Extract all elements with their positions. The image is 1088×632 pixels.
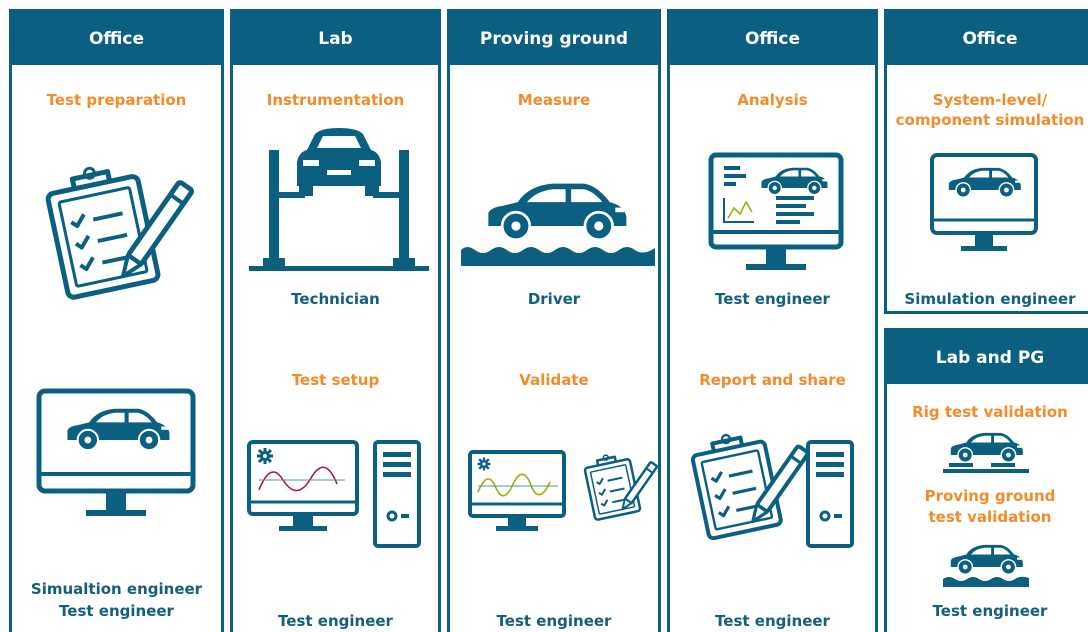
monitor-analysis-icon [708,152,844,284]
column-header: Office [670,12,875,65]
task-pg-line-1: Proving ground [924,487,1056,505]
task-rig-test-validation: Rig test validation [912,403,1068,421]
role-test-engineer: Test engineer [715,290,830,308]
column-header: Lab and PG [887,331,1088,384]
task-measure: Measure [517,91,591,109]
task-validate: Validate [519,371,589,389]
task-instrumentation: Instrumentation [266,91,405,109]
monitor-chart-icon [468,450,568,542]
column-office-preparation: Office Test preparation Simualtion engin… [9,9,224,632]
monitor-car-icon [929,152,1039,266]
role-test-engineer: Test engineer [496,612,612,630]
role-technician: Technician [291,290,380,308]
role-test-engineer: Test engineer [278,612,393,630]
task-analysis: Analysis [737,91,808,109]
role-line-1: Simualtion engineer [30,580,203,598]
role-simulation-engineer: Simulation engineer [904,290,1076,308]
pc-tower-icon [373,440,423,554]
column-header: Lab [233,12,438,65]
column-header: Office [887,12,1088,65]
clipboard-icon [42,162,182,316]
monitor-car-icon [36,388,196,532]
task-test-preparation: Test preparation [46,91,187,109]
column-office-analysis: Office Analysis Test engineer Report and… [667,9,878,632]
car-lift-icon [249,128,429,277]
clipboard-icon [687,425,811,554]
role-test-engineer: Test engineer [715,612,830,630]
car-road-icon [943,543,1029,591]
car-road-icon [461,174,655,273]
car-rig-icon [943,431,1029,479]
monitor-chart-icon [247,440,359,542]
role-test-engineer: Test engineer [932,602,1048,620]
task-line-2: component simulation [895,111,1085,129]
task-report-and-share: Report and share [699,371,846,389]
role-driver: Driver [527,290,581,308]
column-lab: Lab Instrumentation Technician Test setu… [230,9,441,632]
task-test-setup: Test setup [291,371,380,389]
pc-tower-icon [806,440,856,554]
role-line-2: Test engineer [59,602,174,620]
clipboard-icon [581,449,659,531]
column-office-simulation: Office System-level/ component simulatio… [884,9,1088,314]
column-header: Office [12,12,221,65]
column-header: Proving ground [450,12,658,65]
column-proving-ground: Proving ground Measure Driver Validate T… [447,9,661,632]
task-pg-line-2: test validation [928,508,1052,526]
task-line-1: System-level/ [932,91,1048,109]
column-lab-and-pg: Lab and PG Rig test validation Proving g… [884,328,1088,632]
